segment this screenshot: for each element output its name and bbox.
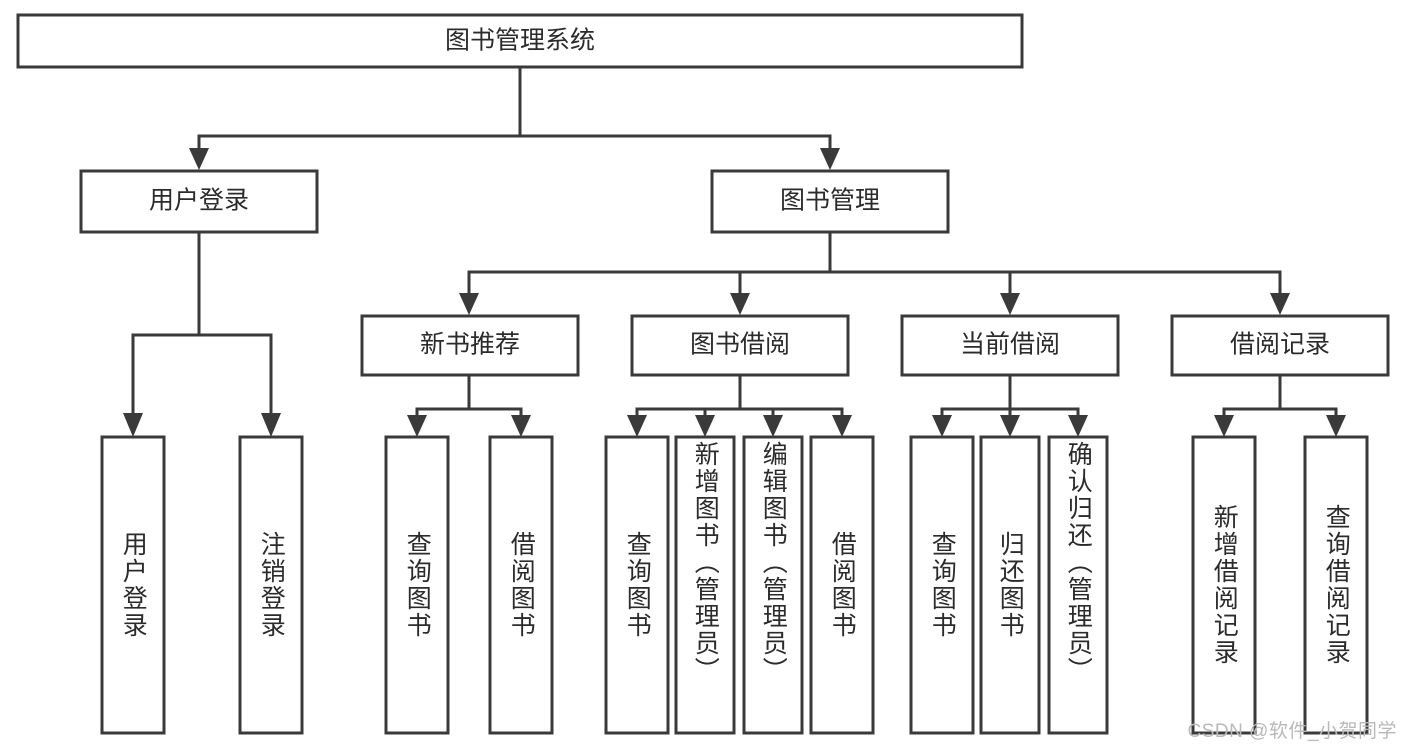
node-box-leaf-borrow-book-1[interactable] <box>488 435 554 735</box>
node-box-leaf-confirm-return[interactable] <box>1047 435 1109 735</box>
node-box-leaf-query-book-1[interactable] <box>384 435 450 735</box>
leaf-label-wrap-confirm-return: 确认归还（管理员） <box>1049 441 1107 737</box>
leaf-label-user-login: 用户登录 <box>119 531 148 639</box>
node-box-borrow-record[interactable] <box>1170 314 1390 377</box>
node-box-leaf-add-record[interactable] <box>1191 435 1257 735</box>
node-box-leaf-edit-book[interactable] <box>742 435 804 735</box>
leaf-label-wrap-query-book-3: 查询图书 <box>911 437 973 733</box>
leaf-label-confirm-return: 确认归还（管理员） <box>1064 441 1093 684</box>
node-box-leaf-query-book-2[interactable] <box>604 435 670 735</box>
leaf-label-wrap-query-record: 查询借阅记录 <box>1305 437 1367 733</box>
arrow-leaf-confirm-return <box>1068 415 1088 437</box>
leaf-label-wrap-user-login: 用户登录 <box>102 437 164 733</box>
arrow-to-new-book-recommend <box>459 293 479 315</box>
node-box-leaf-borrow-book-2[interactable] <box>809 435 875 735</box>
leaf-label-wrap-add-book: 新增图书（管理员） <box>676 441 734 737</box>
node-box-current-borrow[interactable] <box>900 314 1120 377</box>
arrow-to-borrow-record <box>1270 293 1290 315</box>
leaf-label-wrap-query-book-1: 查询图书 <box>386 437 448 733</box>
arrow-leaf-query-book-3 <box>932 415 952 437</box>
leaf-label-query-record: 查询借阅记录 <box>1322 504 1351 666</box>
leaf-label-user-logout: 注销登录 <box>257 531 286 639</box>
leaf-label-wrap-edit-book: 编辑图书（管理员） <box>744 441 802 737</box>
node-label-user-login: 用户登录 <box>149 187 249 215</box>
leaf-label-wrap-borrow-book-2: 借阅图书 <box>811 437 873 733</box>
node-box-leaf-user-login[interactable] <box>100 435 166 735</box>
arrow-to-user-login <box>189 148 209 170</box>
connector-layer <box>123 65 1346 437</box>
arrow-leaf-return-book <box>1000 415 1020 437</box>
leaf-label-add-book: 新增图书（管理员） <box>691 441 720 684</box>
arrow-leaf-query-book-2 <box>627 415 647 437</box>
node-label-borrow-record: 借阅记录 <box>1230 331 1330 359</box>
leaf-label-query-book-2: 查询图书 <box>623 531 652 639</box>
leaf-label-borrow-book-2: 借阅图书 <box>828 531 857 639</box>
leaf-label-wrap-add-record: 新增借阅记录 <box>1193 437 1255 733</box>
arrow-leaf-query-book-1 <box>407 415 427 437</box>
node-box-book-borrow[interactable] <box>630 314 850 377</box>
leaf-label-wrap-borrow-book-1: 借阅图书 <box>490 437 552 733</box>
leaf-label-query-book-1: 查询图书 <box>403 531 432 639</box>
leaf-label-wrap-user-logout: 注销登录 <box>240 437 302 733</box>
leaf-label-borrow-book-1: 借阅图书 <box>507 531 536 639</box>
arrow-leaf-borrow-book-2 <box>832 415 852 437</box>
arrow-leaf-add-record <box>1214 415 1234 437</box>
node-box-leaf-user-logout[interactable] <box>238 435 304 735</box>
arrow-leaf-query-record <box>1326 415 1346 437</box>
node-box-new-book-recommend[interactable] <box>360 314 580 377</box>
node-box-root[interactable] <box>16 13 1024 69</box>
arrow-leaf-add-book <box>695 415 715 437</box>
node-label-book-borrow: 图书借阅 <box>690 331 790 359</box>
node-label-root: 图书管理系统 <box>445 27 595 55</box>
node-box-leaf-query-book-3[interactable] <box>909 435 975 735</box>
arrow-leaf-user-login <box>123 413 143 437</box>
node-box-leaf-query-record[interactable] <box>1303 435 1369 735</box>
node-label-new-book-recommend: 新书推荐 <box>420 331 520 359</box>
leaf-label-query-book-3: 查询图书 <box>928 531 957 639</box>
node-box-book-management[interactable] <box>710 169 950 234</box>
node-layer: 图书管理系统 用户登录 图书管理 新书推荐 图书借阅 当前借阅 借阅记录 <box>16 13 1390 735</box>
node-label-current-borrow: 当前借阅 <box>960 331 1060 359</box>
arrow-to-book-management <box>820 148 840 170</box>
arrow-to-book-borrow <box>730 293 750 315</box>
arrow-leaf-borrow-book-1 <box>511 415 531 437</box>
node-label-book-management: 图书管理 <box>780 187 880 215</box>
leaf-label-return-book: 归还图书 <box>996 531 1025 639</box>
leaf-label-add-record: 新增借阅记录 <box>1210 504 1239 666</box>
node-box-user-login[interactable] <box>79 169 319 234</box>
leaf-label-wrap-query-book-2: 查询图书 <box>606 437 668 733</box>
arrow-to-current-borrow <box>1000 293 1020 315</box>
leaf-label-edit-book: 编辑图书（管理员） <box>759 441 788 684</box>
arrow-leaf-user-logout <box>261 413 281 437</box>
node-box-leaf-return-book[interactable] <box>979 435 1041 735</box>
arrow-leaf-edit-book <box>763 415 783 437</box>
node-box-leaf-add-book[interactable] <box>674 435 736 735</box>
watermark-text: CSDN @软件_小贺同学 <box>1187 721 1397 742</box>
leaf-label-wrap-return-book: 归还图书 <box>981 437 1039 733</box>
